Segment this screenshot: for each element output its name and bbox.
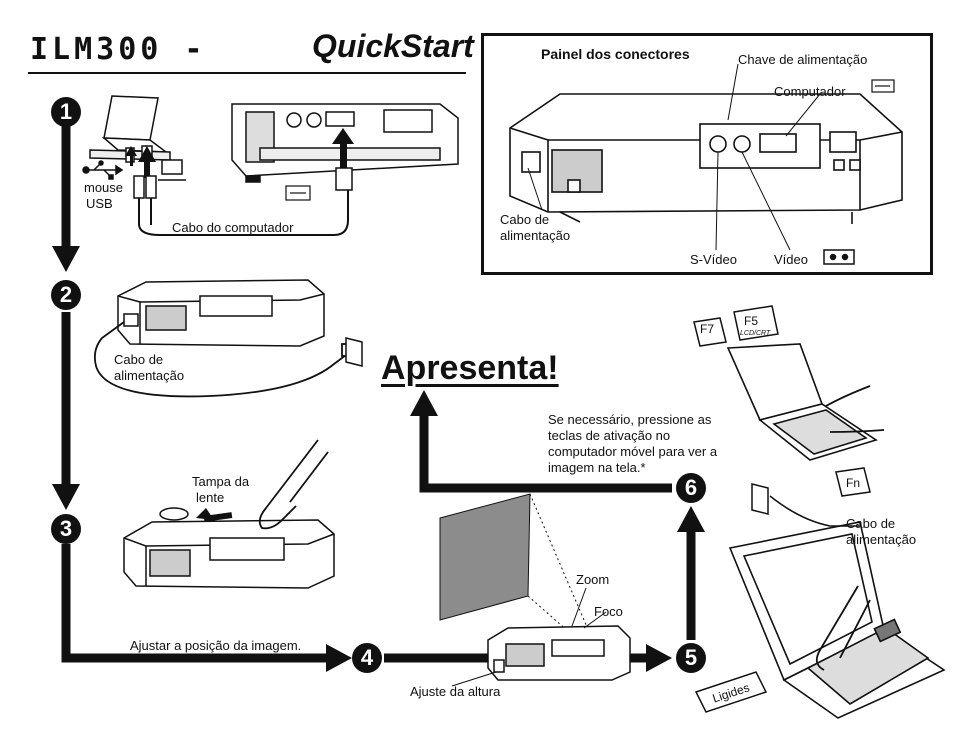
lens-cap-arrow (196, 508, 233, 522)
projector-step3 (123, 507, 335, 589)
key-fn-icon (835, 467, 871, 497)
label-usb: USB (86, 196, 113, 211)
note-line-2: teclas de ativação no (548, 428, 671, 443)
usb-symbol-icon (82, 160, 124, 180)
flow-arrow-3-4 (61, 544, 352, 672)
laptop-step6 (726, 343, 878, 461)
quickstart-title: QuickStart (312, 28, 474, 64)
headline-apresenta: Apresenta! (381, 349, 559, 387)
video-port-icon (823, 249, 855, 265)
note-line-3: computador móvel para ver a (548, 444, 718, 459)
ad-usb-icon (285, 185, 311, 201)
label-key-f5-sub: LCD/CRT (740, 330, 771, 337)
label-step5-power-cable-1: Cabo de (846, 516, 896, 531)
step-badge-2: 2 (51, 280, 81, 310)
step-badge-1: 1 (51, 97, 81, 127)
step-badge-5: 5 (676, 643, 706, 673)
step-badge-6: 6 (676, 473, 706, 503)
step-badge-4: 4 (352, 643, 382, 673)
label-video: Vídeo (774, 252, 808, 267)
label-step2-power-cable-1: Cabo de (114, 352, 164, 367)
model-title: ILM300 - (30, 32, 207, 67)
label-mouse: mouse (84, 180, 124, 195)
label-focus: Foco (594, 604, 623, 619)
label-zoom: Zoom (576, 572, 610, 587)
note-line-1: Se necessário, pressione as (548, 412, 712, 427)
label-key-f7: F7 (700, 322, 715, 336)
flow-arrow-2-3 (52, 312, 80, 510)
projector-step2 (117, 279, 325, 347)
label-lens-cap-1: Tampa da (192, 474, 250, 489)
power-key-badge (694, 671, 768, 713)
vga-connector-step1 (335, 167, 353, 191)
label-step5-power-cable-2: alimentação (846, 532, 917, 547)
label-step2-power-cable-2: alimentação (114, 368, 185, 383)
label-power-switch: Chave de alimentação (738, 52, 868, 67)
power-cable-step5 (769, 495, 860, 527)
note-line-4: imagem na tela.* (548, 460, 646, 475)
panel-leader-lines (527, 63, 821, 251)
label-key-fn: Fn (846, 476, 861, 490)
projector-step4 (487, 625, 631, 681)
hand-step5 (815, 585, 871, 671)
title-underline (28, 72, 466, 74)
upload-arrows (125, 146, 156, 178)
key-f7-icon (693, 317, 727, 347)
panel-title: Painel dos conectores (541, 46, 690, 62)
label-key-f5: F5 (744, 314, 759, 328)
label-height-adjust: Ajuste da altura (410, 684, 501, 699)
label-adjust-image: Ajustar a posição da imagem. (130, 638, 302, 653)
flow-arrow-1-2 (52, 126, 80, 272)
hand-step6 (825, 385, 885, 433)
wall-outlet-step2 (345, 337, 363, 367)
key-f5-icon (733, 305, 779, 341)
flow-arrow-6-apresenta (410, 390, 672, 493)
label-panel-power-cable-2: alimentação (500, 228, 571, 243)
hand-step3 (258, 439, 329, 530)
connector-panel-frame (481, 33, 933, 275)
flow-arrow-5-6 (677, 506, 705, 640)
step4-leader-lines (451, 587, 607, 687)
label-computer-cable: Cabo do computador (172, 220, 294, 235)
step-badge-3: 3 (51, 514, 81, 544)
upload-arrow-projector (332, 128, 354, 168)
usb-cable-plug (133, 175, 349, 236)
projector-rear-panel (509, 93, 903, 224)
wall-outlet-step5 (751, 483, 769, 515)
label-lens-cap-2: lente (196, 490, 225, 505)
label-svideo: S-Vídeo (690, 252, 737, 267)
label-panel-power-cable-1: Cabo de (500, 212, 550, 227)
computer-usb-icon (871, 79, 895, 93)
laptop-step5 (728, 521, 946, 719)
label-computer: Computador (774, 84, 846, 99)
projection-screen (439, 493, 591, 641)
monitor-port-icon (158, 159, 186, 181)
